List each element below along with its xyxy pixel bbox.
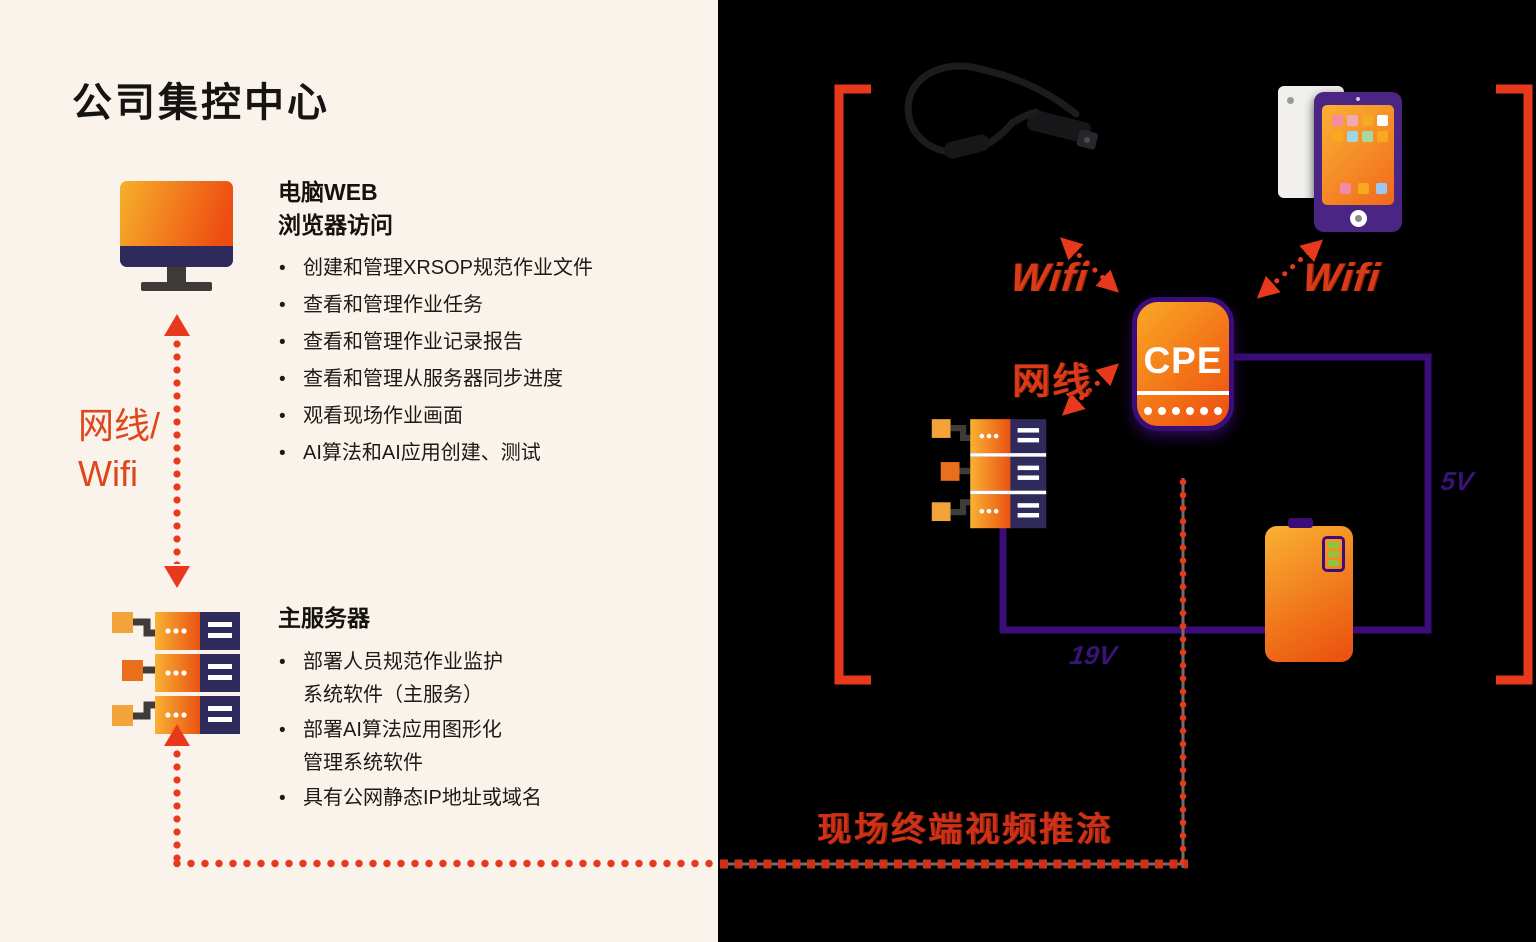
arrow-up-icon — [164, 314, 190, 336]
cpe-label: CPE — [1143, 340, 1223, 381]
server-heading: 主服务器 — [278, 605, 370, 631]
cpe-separator — [1137, 391, 1229, 395]
stream-label: 现场终端视频推流 — [817, 811, 1113, 849]
wire-5v-label: 5V — [1438, 466, 1475, 496]
battery-gauge-icon — [1322, 536, 1345, 572]
ar-glasses-image — [904, 62, 1099, 159]
bullet-item: 观看现场作业画面 — [276, 398, 706, 435]
wifi-link-tablet — [1256, 239, 1324, 299]
server-bullets: 部署人员规范作业监护 系统软件（主服务） 部署AI算法应用图形化 管理系统软件 … — [276, 646, 706, 817]
switch-icon — [931, 419, 1047, 529]
field-site-panel: Wifi Wifi 网线 CPE 5V 19V — [718, 0, 1536, 942]
arrow-up-icon — [164, 724, 190, 746]
bullet-item: 具有公网静态IP地址或域名 — [276, 782, 706, 815]
left-bracket — [834, 84, 871, 685]
control-center-panel: 公司集控中心 电脑WEB 浏览器访问 创建和管理XRSOP规范作业文件 查看和管… — [0, 0, 718, 942]
tablet-icon — [1278, 82, 1410, 234]
cpe-led-dots — [1137, 407, 1229, 415]
bullet-item: 查看和管理从服务器同步进度 — [276, 361, 706, 398]
page-title: 公司集控中心 — [72, 81, 330, 125]
web-access-heading-line1: 电脑WEB — [278, 179, 378, 205]
cable-link-switch — [1061, 363, 1120, 416]
battery-icon — [1265, 518, 1353, 662]
home-button-icon — [1349, 210, 1367, 227]
wifi-label-tablet: Wifi — [1300, 256, 1383, 300]
web-access-heading: 电脑WEB 浏览器访问 — [278, 176, 393, 242]
main-server-icon — [112, 612, 240, 734]
tablet-front — [1314, 92, 1402, 232]
bullet-item: 查看和管理作业记录报告 — [276, 324, 706, 361]
right-bracket — [1496, 84, 1533, 685]
web-access-heading-line2: 浏览器访问 — [278, 212, 393, 238]
wifi-label-glasses: Wifi — [1008, 256, 1091, 300]
monitor-icon — [120, 181, 233, 291]
bullet-item: 部署人员规范作业监护 系统软件（主服务） — [276, 646, 706, 712]
bullet-item: AI算法和AI应用创建、测试 — [276, 435, 706, 472]
battery-port — [1288, 518, 1313, 528]
arrow-down-icon — [164, 566, 190, 588]
wifi-link-glasses — [1059, 237, 1120, 293]
lan-wifi-label: 网线/ Wifi — [78, 405, 161, 494]
camera-dot-icon — [1356, 97, 1360, 101]
ethernet-label: 网线 — [1012, 361, 1093, 402]
bullet-item: 部署AI算法应用图形化 管理系统软件 — [276, 714, 706, 780]
wire-19v-label: 19V — [1067, 640, 1119, 670]
cpe-device: CPE — [1132, 297, 1234, 431]
bullet-item: 创建和管理XRSOP规范作业文件 — [276, 250, 706, 287]
diagram-lines-svg — [720, 84, 1533, 869]
stream-return-arrow — [164, 724, 190, 864]
power-wire — [999, 353, 1432, 634]
camera-dot-icon — [1287, 97, 1294, 104]
bullet-item: 查看和管理作业任务 — [276, 287, 706, 324]
stream-line-horizontal-left — [170, 858, 718, 869]
tablet-screen — [1322, 105, 1394, 205]
updown-arrow — [164, 314, 190, 588]
web-access-bullets: 创建和管理XRSOP规范作业文件 查看和管理作业任务 查看和管理作业记录报告 查… — [276, 250, 706, 472]
